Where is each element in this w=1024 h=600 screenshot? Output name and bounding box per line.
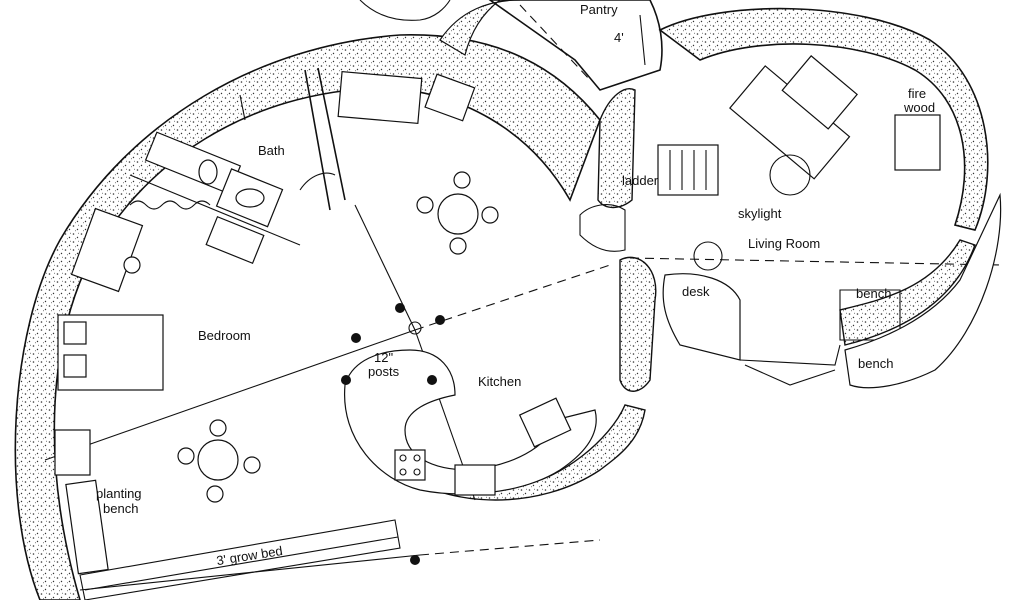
posts: [341, 303, 445, 565]
posts-label-line2: posts: [368, 364, 400, 379]
living-room-label: Living Room: [748, 236, 820, 251]
ladder-label: ladder: [622, 173, 659, 188]
pantry-dimension: 4': [614, 30, 624, 45]
kitchen-counter: [344, 349, 597, 496]
bedroom-label: Bedroom: [198, 328, 251, 343]
grow-bed-label: 3' grow bed: [215, 543, 283, 568]
planting-bench-label-line2: bench: [103, 501, 138, 516]
lower-dining-table: [177, 419, 261, 503]
connector-wall-lower: [619, 256, 657, 392]
firewood-label-line1: fire: [908, 86, 926, 101]
desk-label: desk: [682, 284, 710, 299]
firewood-label-line2: wood: [903, 100, 935, 115]
upper-dining-table: [416, 171, 499, 255]
pantry-wall: [359, 0, 663, 91]
planting-bench-label-line1: planting: [96, 486, 142, 501]
layout-lines: [44, 204, 1001, 591]
living-room-wall: [658, 7, 989, 346]
posts-label-line1: 12": [374, 350, 393, 365]
skylight-label: skylight: [738, 206, 782, 221]
connector-wall-upper: [597, 88, 636, 209]
bath-label: Bath: [258, 143, 285, 158]
bench-inner-label: bench: [856, 286, 891, 301]
kitchen-label: Kitchen: [478, 374, 521, 389]
bath-fixtures: [129, 131, 284, 265]
pantry-label: Pantry: [580, 2, 618, 17]
bedroom-furniture: [54, 207, 164, 575]
bench-outer-label: bench: [858, 356, 893, 371]
living-room-furniture: [579, 55, 1002, 389]
upper-counter: [337, 70, 476, 125]
grow-bed: [79, 519, 401, 600]
